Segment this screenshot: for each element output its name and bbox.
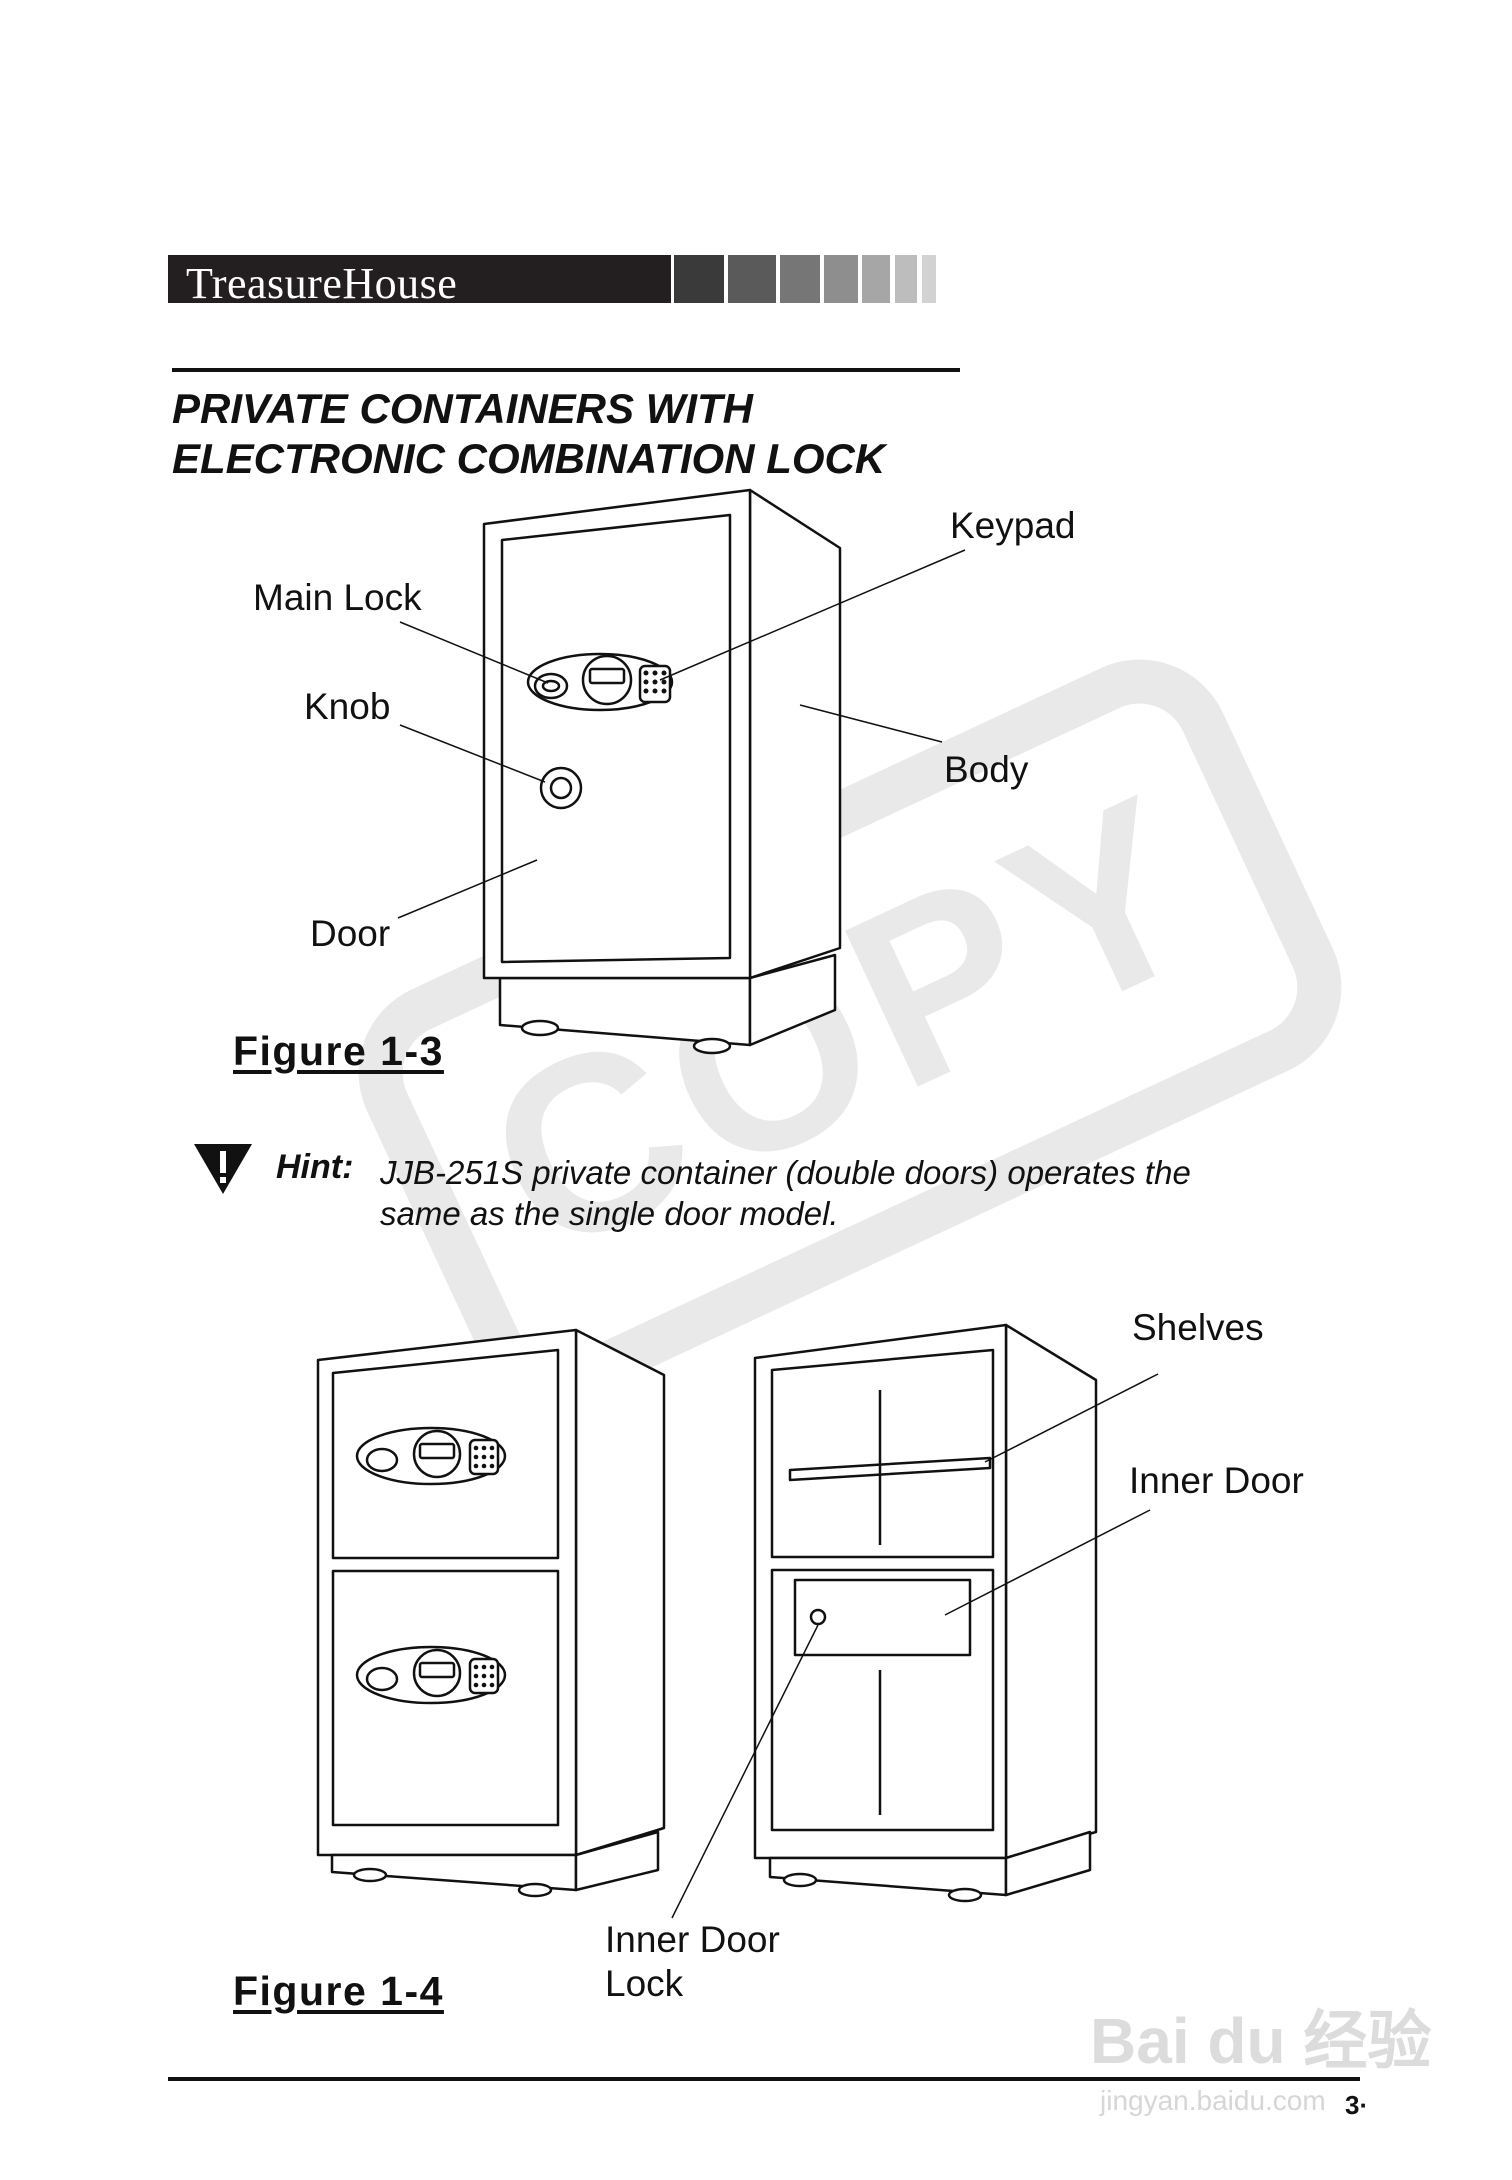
label-keypad: Keypad bbox=[950, 505, 1076, 546]
label-inner-door: Inner Door bbox=[1129, 1460, 1304, 1501]
label-main-lock: Main Lock bbox=[253, 577, 422, 618]
banner-stripe bbox=[780, 255, 820, 303]
inner-door bbox=[793, 1578, 972, 1657]
figure-1-3-caption: Figure 1-3 bbox=[233, 1028, 444, 1074]
shelves-leader bbox=[984, 1373, 1159, 1463]
label-inner-door-lock: Inner Door Lock bbox=[605, 1918, 780, 2006]
banner-stripe bbox=[674, 255, 724, 303]
door-leader bbox=[397, 859, 538, 919]
main-lock-leader bbox=[399, 621, 549, 684]
banner-stripe bbox=[728, 255, 776, 303]
label-inner-door-lock-line2: Lock bbox=[605, 1963, 684, 2004]
figure-1-4-caption: Figure 1-4 bbox=[233, 1968, 444, 2014]
section-title-line1: PRIVATE CONTAINERS WITH bbox=[172, 385, 753, 432]
label-inner-door-lock-line1: Inner Door bbox=[605, 1919, 780, 1960]
brand-banner: TreasureHouse bbox=[168, 255, 671, 308]
label-door: Door bbox=[310, 913, 391, 954]
page-number: 3· bbox=[1345, 2090, 1369, 2120]
exclamation-triangle-icon bbox=[194, 1144, 252, 1194]
brand-title: TreasureHouse bbox=[186, 259, 458, 308]
baidu-watermark-url: jingyan.baidu.com bbox=[1100, 2085, 1326, 2116]
inner-door-lock-leader bbox=[671, 1624, 819, 1919]
hint-label: Hint: bbox=[276, 1148, 354, 1186]
open-safe-side bbox=[1004, 1323, 1098, 1860]
keypad-leader bbox=[659, 549, 966, 681]
hint-text-line1: JJB-251S private container (double doors… bbox=[380, 1154, 1191, 1191]
knob-leader bbox=[399, 724, 546, 783]
body-leader bbox=[799, 704, 943, 743]
shelf bbox=[788, 1456, 992, 1482]
banner-stripe bbox=[824, 255, 858, 303]
banner-stripe bbox=[895, 255, 917, 303]
banner-stripe bbox=[862, 255, 890, 303]
label-knob: Knob bbox=[304, 686, 391, 727]
inner-door-leader bbox=[944, 1509, 1151, 1616]
banner-stripe bbox=[922, 255, 936, 303]
label-shelves: Shelves bbox=[1132, 1307, 1264, 1348]
hint-text: JJB-251S private container (double doors… bbox=[380, 1152, 1191, 1234]
label-body: Body bbox=[944, 749, 1029, 790]
heading-rule bbox=[172, 368, 960, 372]
closed-safe-side bbox=[574, 1328, 666, 1857]
hint-text-line2: same as the single door model. bbox=[380, 1195, 839, 1232]
baidu-watermark-logo: Bai du 经验 bbox=[1090, 2005, 1432, 2077]
footer-rule bbox=[168, 2077, 1360, 2081]
section-title: PRIVATE CONTAINERS WITH ELECTRONIC COMBI… bbox=[172, 384, 885, 484]
section-title-line2: ELECTRONIC COMBINATION LOCK bbox=[172, 435, 886, 482]
